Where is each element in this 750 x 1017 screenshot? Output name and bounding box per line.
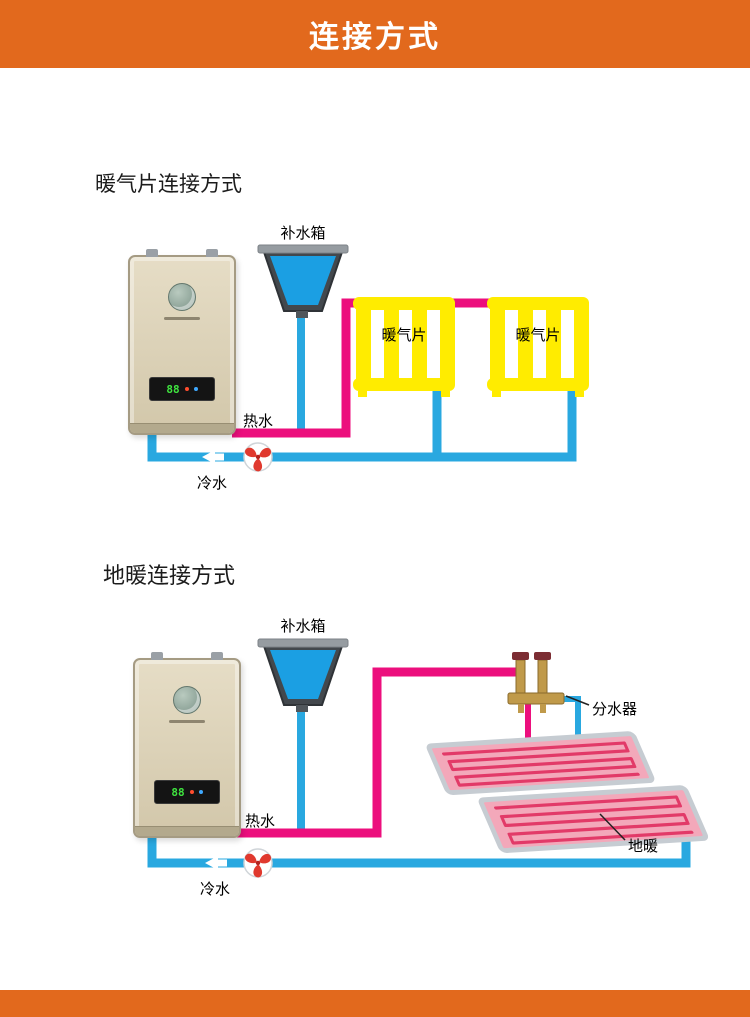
water-tank — [257, 638, 349, 713]
hot-water-pipe — [237, 667, 520, 838]
brand-logo-icon — [173, 686, 201, 714]
boiler-base — [135, 826, 239, 836]
pump-blade — [259, 447, 271, 458]
control-display: 88 — [154, 780, 220, 804]
floor-section-title: 地暖连接方式 — [103, 563, 236, 588]
flow-direction-arrow-icon — [205, 856, 227, 870]
header-bar: 连接方式 — [0, 0, 750, 68]
hot-water-pipe — [232, 298, 357, 438]
pump-blade — [253, 458, 263, 472]
brand-text-line — [169, 720, 205, 723]
tank-label: 补水箱 — [280, 618, 326, 635]
manifold-label: 分水器 — [592, 701, 638, 718]
tank-water — [270, 256, 336, 305]
cold-water-label: 冷水 — [197, 475, 228, 492]
tank-label: 补水箱 — [280, 225, 326, 242]
radiator — [353, 297, 455, 397]
hot-water-label: 热水 — [243, 413, 274, 430]
pump-blade — [245, 447, 257, 458]
page-title: 连接方式 — [309, 21, 441, 54]
heating-coil — [442, 741, 640, 787]
circulation-pump-icon — [243, 442, 273, 472]
valve-handle — [512, 652, 529, 660]
control-display: 88 — [149, 377, 215, 401]
display-digits: 88 — [166, 382, 180, 396]
manifold-pointer-line — [565, 695, 590, 706]
brand-logo-icon — [168, 283, 196, 311]
status-led — [189, 790, 194, 794]
status-led — [193, 387, 198, 391]
radiator-section-title: 暖气片连接方式 — [95, 173, 242, 196]
manifold-return-stub — [560, 696, 581, 737]
water-tank — [257, 244, 349, 318]
cold-water-pipe — [147, 387, 577, 462]
flow-direction-arrow-icon — [202, 450, 224, 464]
radiator — [487, 297, 589, 397]
wall-hung-boiler: 88 — [133, 652, 241, 838]
radiator-label: 暖气片 — [381, 327, 427, 344]
footer-bar — [0, 990, 750, 1017]
status-led — [184, 387, 189, 391]
floor-panel — [478, 785, 709, 853]
hot-water-label: 热水 — [245, 813, 276, 830]
radiator-label: 暖气片 — [515, 327, 561, 344]
manifold — [507, 652, 565, 713]
floor-pointer-line — [599, 813, 626, 841]
floor-heating-label: 地暖 — [628, 838, 659, 855]
status-led — [198, 790, 203, 794]
boiler-base — [130, 423, 234, 433]
display-digits: 88 — [171, 785, 185, 799]
brand-text-line — [164, 317, 200, 320]
wall-hung-boiler: 88 — [128, 249, 236, 435]
valve-handle — [534, 652, 551, 660]
heating-coil — [494, 795, 694, 845]
floor-panel — [426, 731, 655, 796]
cold-water-label: 冷水 — [200, 881, 231, 898]
circulation-pump-icon — [242, 848, 273, 880]
